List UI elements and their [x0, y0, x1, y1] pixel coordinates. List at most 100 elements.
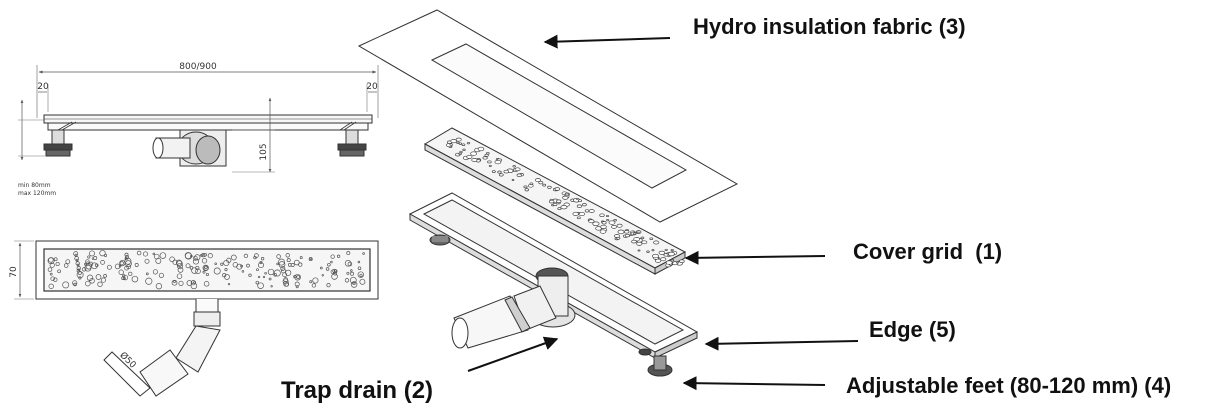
perforation-hole	[220, 262, 224, 266]
perforation-hole	[262, 275, 266, 279]
perforation-hole	[294, 281, 300, 287]
perforation-hole	[202, 264, 209, 272]
dimension-left-offset: 20	[37, 82, 49, 92]
perforation-hole	[100, 277, 106, 283]
perforation-hole	[270, 285, 273, 288]
perforation-hole	[191, 267, 198, 274]
perforation-hole	[611, 225, 617, 229]
perforation-hole	[664, 248, 668, 251]
perforation-hole	[47, 267, 53, 272]
perforation-hole	[352, 281, 356, 286]
perforation-hole	[276, 254, 281, 259]
perforation-hole	[260, 257, 265, 261]
perforation-hole	[75, 258, 79, 262]
label-cover-grid: Cover grid (1)	[853, 239, 1002, 264]
perforation-hole	[200, 253, 204, 257]
perforation-hole	[195, 268, 201, 274]
perforation-hole	[466, 141, 471, 145]
perforation-hole	[336, 254, 341, 258]
perforation-hole	[184, 252, 192, 260]
perforation-hole	[227, 282, 231, 286]
perforation-hole	[646, 250, 650, 253]
perforation-hole	[330, 254, 335, 259]
perforation-hole	[554, 187, 560, 191]
trap-drain-drawing	[451, 275, 576, 349]
perforation-hole	[326, 283, 331, 288]
perforation-hole	[203, 281, 210, 287]
perforation-hole	[449, 143, 453, 146]
perforation-hole	[114, 263, 121, 270]
perforation-hole	[459, 150, 463, 154]
perforation-hole	[511, 179, 515, 181]
perforation-hole	[488, 164, 492, 167]
perforation-hole	[202, 270, 206, 274]
perforation-hole	[663, 253, 669, 257]
perforation-hole	[576, 204, 582, 208]
perforation-hole	[461, 143, 466, 146]
perforation-hole	[471, 158, 478, 162]
perforation-hole	[203, 252, 207, 257]
perforation-hole	[514, 167, 521, 172]
perforation-hole	[159, 252, 167, 259]
perforation-hole	[636, 231, 640, 234]
perforation-hole	[186, 280, 193, 286]
perforation-hole	[636, 241, 643, 246]
perforation-hole	[588, 209, 595, 213]
perforation-hole	[152, 269, 158, 275]
perforation-hole	[498, 173, 504, 177]
perforation-hole	[346, 271, 350, 275]
perforation-hole	[47, 257, 55, 265]
side-elevation-drawing	[18, 65, 379, 173]
perforation-hole	[57, 269, 61, 274]
perforation-hole	[103, 253, 108, 257]
perforation-hole	[282, 278, 289, 285]
perforation-hole	[660, 257, 667, 262]
perforation-hole	[311, 283, 317, 288]
perforation-hole	[516, 173, 522, 177]
perforation-hole	[285, 269, 292, 276]
perforation-hole	[667, 251, 675, 257]
perforation-hole	[176, 262, 184, 270]
perforation-hole	[346, 251, 351, 256]
perforation-hole	[201, 253, 206, 258]
perforation-hole	[178, 280, 184, 286]
perforation-hole	[319, 266, 323, 270]
perforation-hole	[575, 197, 579, 200]
perforation-hole	[74, 256, 80, 261]
perforation-hole	[118, 269, 124, 275]
perforation-hole	[286, 258, 291, 263]
label-adjustable-feet: Adjustable feet (80-120 mm) (4)	[846, 373, 1171, 398]
perforation-hole	[512, 165, 516, 168]
perforation-hole	[145, 272, 149, 276]
perforation-hole	[350, 281, 358, 288]
perforation-hole	[155, 283, 163, 290]
perforation-hole	[124, 252, 129, 257]
perforation-hole	[84, 262, 87, 266]
perforation-hole	[482, 156, 488, 160]
perforation-hole	[652, 253, 659, 259]
perforation-hole	[676, 261, 679, 264]
drain-channel-drawing	[408, 192, 699, 377]
feet-note-max: max 120mm	[18, 190, 56, 197]
perforation-hole	[617, 229, 625, 235]
dimension-overall-length: 800/900	[179, 62, 217, 72]
perforation-hole	[173, 280, 176, 283]
perforation-hole	[280, 266, 286, 271]
perforation-hole	[584, 209, 590, 213]
perforation-hole	[119, 261, 124, 266]
perforation-hole	[599, 229, 607, 234]
perforation-hole	[268, 277, 272, 281]
perforation-hole	[152, 252, 156, 256]
perforation-hole	[124, 257, 128, 261]
perforation-hole	[145, 277, 153, 285]
perforation-hole	[582, 203, 587, 207]
perforation-hole	[50, 276, 55, 281]
trap-arrow	[467, 336, 559, 372]
perforation-hole	[256, 268, 259, 272]
perforation-hole	[243, 253, 249, 259]
perforation-hole	[82, 267, 87, 272]
perforation-hole	[600, 224, 607, 229]
perforation-hole	[85, 280, 91, 287]
perforation-hole	[470, 151, 477, 156]
